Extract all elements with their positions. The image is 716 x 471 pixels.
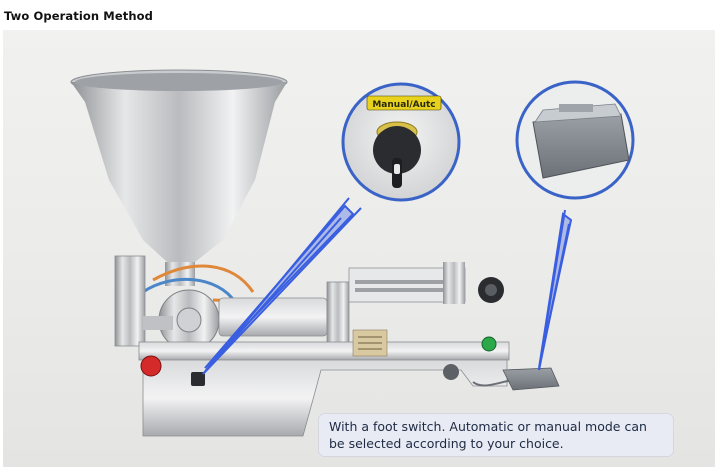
caption-line-2: be selected according to your choice. xyxy=(329,436,564,451)
switch-label-badge xyxy=(366,95,442,111)
piston-assembly xyxy=(114,255,504,351)
control-buttons xyxy=(140,336,497,386)
caption-line-1: With a foot switch. Automatic or manual … xyxy=(329,419,647,434)
caption-box: With a foot switch. Automatic or manual … xyxy=(319,414,673,456)
machine-base xyxy=(138,329,510,437)
foot-pedal-floor xyxy=(472,367,560,391)
foot-switch-callout xyxy=(515,80,635,200)
filling-machine-illustration xyxy=(70,69,635,437)
pointer-lines xyxy=(202,197,573,375)
section-title: Two Operation Method xyxy=(4,9,153,23)
knob-callout xyxy=(341,82,461,202)
emergency-stop-icon xyxy=(140,355,162,377)
start-button-icon xyxy=(481,336,497,352)
product-photo: Manual/Autc xyxy=(3,30,715,467)
hopper xyxy=(70,69,288,286)
mode-knob-icon xyxy=(191,372,205,386)
